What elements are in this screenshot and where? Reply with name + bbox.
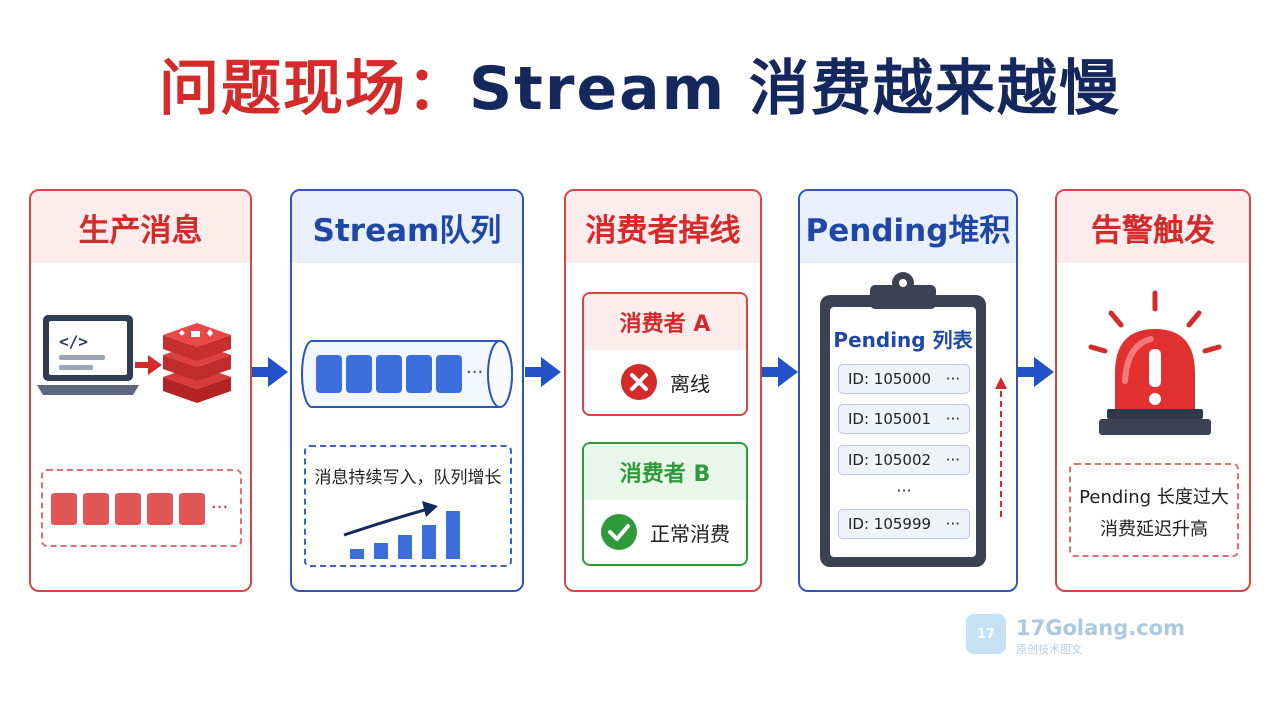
pending-id: ID: 105001 bbox=[848, 410, 932, 428]
pending-id: ID: 105002 bbox=[848, 451, 932, 469]
pending-id-row: ID: 105002 ··· bbox=[838, 445, 970, 475]
check-icon bbox=[601, 514, 637, 550]
panel-produce-title: 生产消息 bbox=[31, 191, 250, 263]
tube-queue-icon bbox=[301, 340, 513, 408]
pending-id-row: ID: 105001 ··· bbox=[838, 404, 970, 434]
panel-consumer-title: 消费者掉线 bbox=[566, 191, 760, 263]
title-red-part: 问题现场： bbox=[158, 54, 469, 124]
panel-stream: Stream队列 ··· 消息持续写入，队列增长 bbox=[290, 189, 524, 592]
message-block bbox=[51, 493, 77, 525]
watermark: 17 17Golang.com 原创技术图文 bbox=[966, 612, 1185, 658]
panel-consumer: 消费者掉线 消费者 A 离线 消费者 B 正常消费 bbox=[564, 189, 762, 592]
alarm-siren-icon bbox=[1088, 290, 1222, 435]
consumer-b-card: 消费者 B 正常消费 bbox=[582, 442, 748, 566]
message-block bbox=[147, 493, 173, 525]
row-ellipsis: ··· bbox=[945, 370, 960, 388]
alert-message-box: Pending 长度过大 消费延迟升高 bbox=[1069, 463, 1239, 557]
panel-stream-title: Stream队列 bbox=[292, 191, 522, 263]
consumer-b-name: 消费者 B bbox=[584, 444, 746, 500]
row-ellipsis: ··· bbox=[945, 515, 960, 533]
consumer-a-status: 离线 bbox=[670, 371, 710, 396]
message-block bbox=[83, 493, 109, 525]
trend-arrow-icon bbox=[343, 501, 460, 559]
pending-id-row: ID: 105000 ··· bbox=[838, 364, 970, 394]
consumer-a-card: 消费者 A 离线 bbox=[582, 292, 748, 416]
row-ellipsis: ··· bbox=[945, 410, 960, 428]
flow-arrow-icon bbox=[525, 357, 561, 387]
laptop-code-icon: </> bbox=[37, 315, 139, 395]
produce-ellipsis: ··· bbox=[211, 497, 229, 518]
pending-id: ID: 105999 bbox=[848, 515, 932, 533]
row-ellipsis: ··· bbox=[945, 451, 960, 469]
alert-line-1: Pending 长度过大 bbox=[1079, 487, 1229, 508]
panel-alert: 告警触发 Pending 长度过大 消费延迟升高 bbox=[1055, 189, 1251, 592]
watermark-logo-icon: 17 bbox=[966, 614, 1006, 654]
message-block bbox=[115, 493, 141, 525]
flow-arrow-icon bbox=[762, 357, 798, 387]
watermark-name: 17Golang.com bbox=[1016, 616, 1185, 640]
panel-produce: 生产消息 </> ··· bbox=[29, 189, 252, 592]
error-x-icon bbox=[621, 364, 657, 400]
produce-arrow-icon bbox=[135, 355, 162, 375]
produce-message-box: ··· bbox=[41, 469, 242, 547]
redis-stack-icon bbox=[163, 323, 231, 403]
panel-alert-title: 告警触发 bbox=[1057, 191, 1249, 263]
watermark-sub: 原创技术图文 bbox=[1016, 643, 1082, 656]
consumer-a-name: 消费者 A bbox=[584, 294, 746, 350]
page-title: 问题现场：Stream 消费越来越慢 bbox=[0, 40, 1280, 127]
panel-pending-title: Pending堆积 bbox=[800, 191, 1016, 263]
flow-arrow-icon bbox=[252, 357, 288, 387]
flow-arrow-icon bbox=[1018, 357, 1054, 387]
stream-ellipsis: ··· bbox=[466, 362, 484, 383]
alert-line-2: 消费延迟升高 bbox=[1100, 519, 1208, 540]
stream-note: 消息持续写入，队列增长 bbox=[314, 468, 502, 488]
pending-id-row: ID: 105999 ··· bbox=[838, 509, 970, 539]
consumer-b-status: 正常消费 bbox=[650, 521, 730, 546]
pending-list-title: Pending 列表 bbox=[833, 328, 973, 352]
svg-text:</>: </> bbox=[59, 332, 88, 351]
pending-gap-ellipsis: ··· bbox=[896, 481, 912, 500]
panel-pending: Pending堆积 Pending 列表 ID: 105000 ··· ID: … bbox=[798, 189, 1018, 592]
up-arrow-icon bbox=[995, 377, 1007, 517]
pending-id: ID: 105000 bbox=[848, 370, 932, 388]
title-blue-part: Stream 消费越来越慢 bbox=[468, 54, 1122, 124]
stream-growth-box: 消息持续写入，队列增长 bbox=[304, 445, 512, 567]
message-block bbox=[179, 493, 205, 525]
